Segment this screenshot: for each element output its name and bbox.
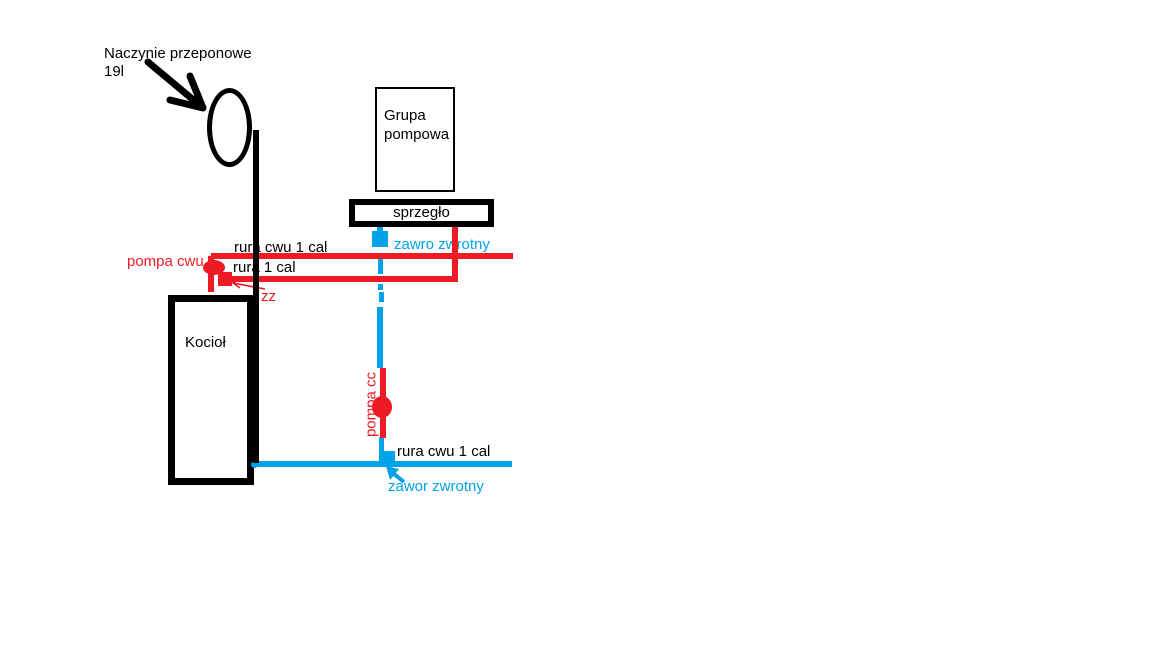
cyan-return-pipe — [255, 461, 512, 467]
pump-cwu-ellipse — [203, 260, 225, 275]
check-valve-top-label: zawro zwrotny — [394, 236, 490, 253]
zz-label: zz — [261, 288, 276, 305]
pipe-cwu-bottom-label: rura cwu 1 cal — [397, 443, 491, 460]
expansion-vessel-label-line1: Naczynie przeponowe — [104, 45, 252, 62]
pump-group-box: Grupa pompowa — [375, 87, 455, 192]
cyan-pipe-end-cap — [251, 461, 258, 468]
expansion-vessel-ellipse — [207, 88, 252, 167]
check-valve-bottom-arrow-icon — [386, 466, 406, 484]
check-valve-zz-square — [218, 272, 232, 286]
cyan-pipe-segment-1 — [378, 259, 383, 274]
black-vertical-pipe — [253, 130, 259, 463]
boiler-label: Kocioł — [185, 334, 226, 351]
check-valve-top-square — [372, 231, 388, 247]
red-pipe-top — [211, 253, 513, 259]
red-pipe-lower — [232, 276, 458, 282]
cyan-pipe-dash-1 — [378, 284, 383, 290]
pipe-1cal-label: rura 1 cal — [233, 259, 296, 276]
hydraulic-clutch-box: sprzegło — [349, 199, 494, 227]
cyan-pipe-vertical — [377, 307, 383, 368]
expansion-vessel-label-line2: 19l — [104, 63, 125, 80]
check-valve-top-stem — [377, 224, 383, 233]
cyan-pipe-below-pump — [379, 437, 384, 461]
boiler-box — [168, 295, 254, 485]
pipe-cwu-top-label: rura cwu 1 cal — [234, 239, 328, 256]
check-valve-bottom-label: zawor zwrotny — [388, 478, 484, 495]
hydraulic-clutch-label: sprzegło — [393, 204, 450, 221]
zz-arrow-icon — [231, 278, 266, 290]
pump-cc-ellipse — [372, 396, 392, 418]
red-pipe-right-riser — [452, 227, 458, 282]
cyan-pipe-dash-2 — [379, 292, 384, 302]
arrow-to-vessel-icon — [144, 58, 207, 112]
pump-group-label-line2: pompowa — [384, 126, 450, 143]
pump-cwu-label: pompa cwu — [127, 253, 204, 270]
pump-cc-label: pompa cc — [362, 371, 380, 438]
pump-group-label-line1: Grupa — [384, 107, 426, 124]
